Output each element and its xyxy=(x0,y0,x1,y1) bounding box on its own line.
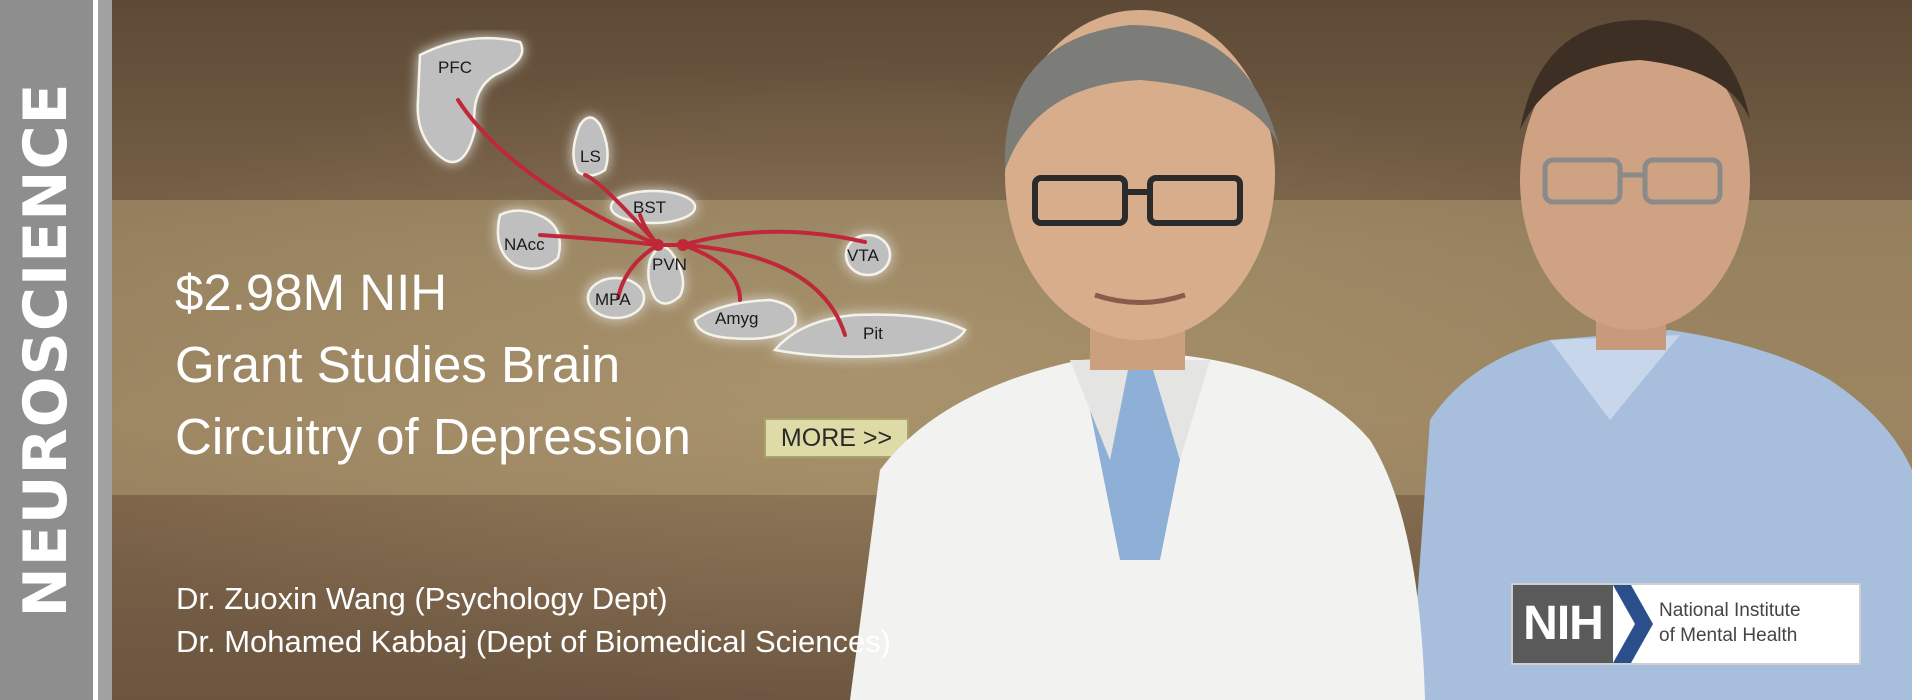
label-amyg: Amyg xyxy=(715,309,758,328)
headline-line-3: Circuitry of Depression xyxy=(175,408,691,465)
region-pit-shape xyxy=(772,313,967,358)
region-pvn-shape xyxy=(647,245,685,305)
region-labels: PFC LS BST NAcc PVN VTA MPA Amyg Pit xyxy=(438,58,883,343)
region-ls-shape xyxy=(572,116,609,177)
headline[interactable]: $2.98M NIH Grant Studies Brain Circuitry… xyxy=(175,257,691,473)
label-ls: LS xyxy=(580,147,601,166)
region-amyg-shape xyxy=(693,298,797,340)
label-nacc: NAcc xyxy=(504,235,545,254)
researcher-1: Dr. Zuoxin Wang (Psychology Dept) xyxy=(176,581,668,616)
label-pit: Pit xyxy=(863,324,883,343)
person-left xyxy=(850,10,1425,700)
label-pvn: PVN xyxy=(652,255,687,274)
pvn-node-right xyxy=(677,239,689,251)
brain-circuit-diagram: PFC LS BST NAcc PVN VTA MPA Amyg Pit xyxy=(416,36,967,358)
section-tab-label: NEUROSCIENCE xyxy=(11,82,81,618)
nih-logo-mark: NIH xyxy=(1513,585,1613,663)
label-vta: VTA xyxy=(847,246,879,265)
more-button[interactable]: MORE >> xyxy=(764,418,909,458)
researcher-2: Dr. Mohamed Kabbaj (Dept of Biomedical S… xyxy=(176,624,892,659)
label-pfc: PFC xyxy=(438,58,472,77)
nih-logo-line-2: of Mental Health xyxy=(1659,625,1798,646)
headline-line-1: $2.98M NIH xyxy=(175,264,448,321)
section-tab[interactable]: NEUROSCIENCE xyxy=(0,0,93,700)
headline-line-2: Grant Studies Brain xyxy=(175,336,621,393)
nih-logo-line-1: National Institute xyxy=(1659,600,1801,621)
region-nacc-shape xyxy=(496,209,562,270)
pvn-node-left xyxy=(652,239,664,251)
region-pfc-shape xyxy=(416,36,524,164)
nih-chevron-icon xyxy=(1613,585,1653,663)
nih-logo-text: National Institute of Mental Health xyxy=(1659,598,1801,648)
label-mpa: MPA xyxy=(595,290,631,309)
label-bst: BST xyxy=(633,198,666,217)
region-vta-shape xyxy=(844,233,892,277)
researcher-credits: Dr. Zuoxin Wang (Psychology Dept) Dr. Mo… xyxy=(176,577,891,663)
nimh-logo[interactable]: NIH National Institute of Mental Health xyxy=(1511,583,1861,665)
